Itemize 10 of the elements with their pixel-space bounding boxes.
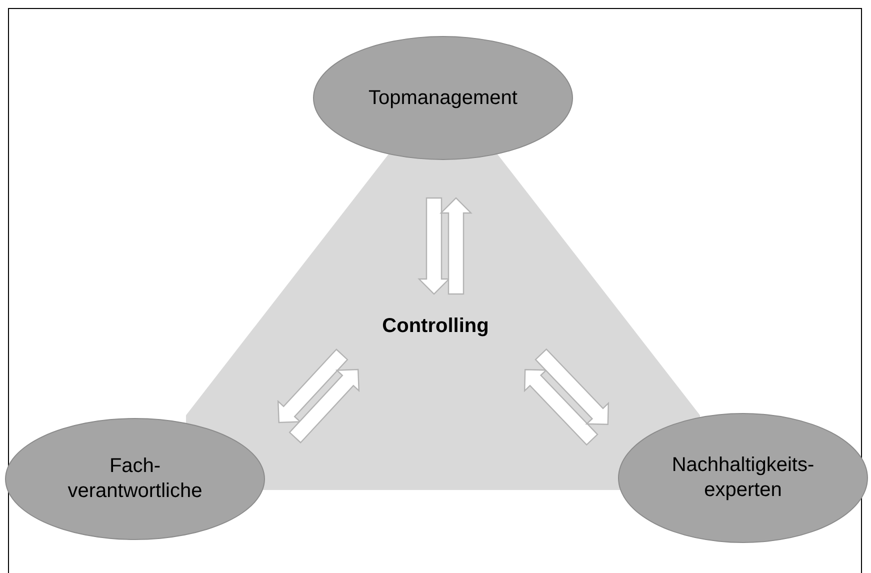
block-arrow: [288, 368, 360, 444]
block-arrow: [440, 197, 472, 295]
block-arrow: [418, 197, 450, 295]
node-label: Topmanagement: [368, 86, 518, 110]
node-label: Controlling: [381, 314, 490, 339]
block-arrow: [524, 368, 598, 446]
block-arrow: [534, 348, 610, 426]
node-label: Nachhaltigkeits- experten: [670, 453, 816, 503]
node-label: Fach- verantwortliche: [66, 454, 204, 504]
block-arrow: [277, 348, 348, 424]
